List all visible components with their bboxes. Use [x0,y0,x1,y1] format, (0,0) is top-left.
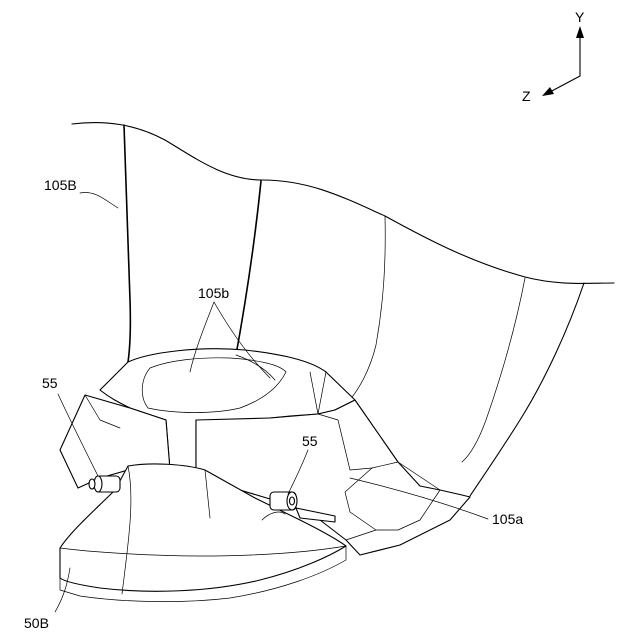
label-55-left: 55 [42,375,58,391]
y-axis-arrowhead [576,26,584,38]
blade-ridge-line [236,181,261,355]
blade-top-edge [72,123,614,284]
blade-trailing-inner [462,278,525,462]
z-axis-arrowhead [542,87,554,96]
blade-face-line [346,216,385,404]
label-105B: 105B [44,177,77,193]
label-105a: 105a [492,511,523,527]
fastener-left-tip [89,479,95,489]
label-55-right: 55 [302,433,318,449]
label-50B: 50B [24,615,49,631]
z-axis-label: Z [522,88,531,104]
leader-105B [80,192,118,208]
label-105b: 105b [198,285,229,301]
fastener-right-hole [290,497,295,505]
blade-leading-edge [124,125,130,362]
y-axis-label: Y [575,9,585,25]
axis-indicator: Y Z [522,9,585,104]
blade-trailing-edge [470,283,584,496]
z-axis-arrow [548,76,580,93]
